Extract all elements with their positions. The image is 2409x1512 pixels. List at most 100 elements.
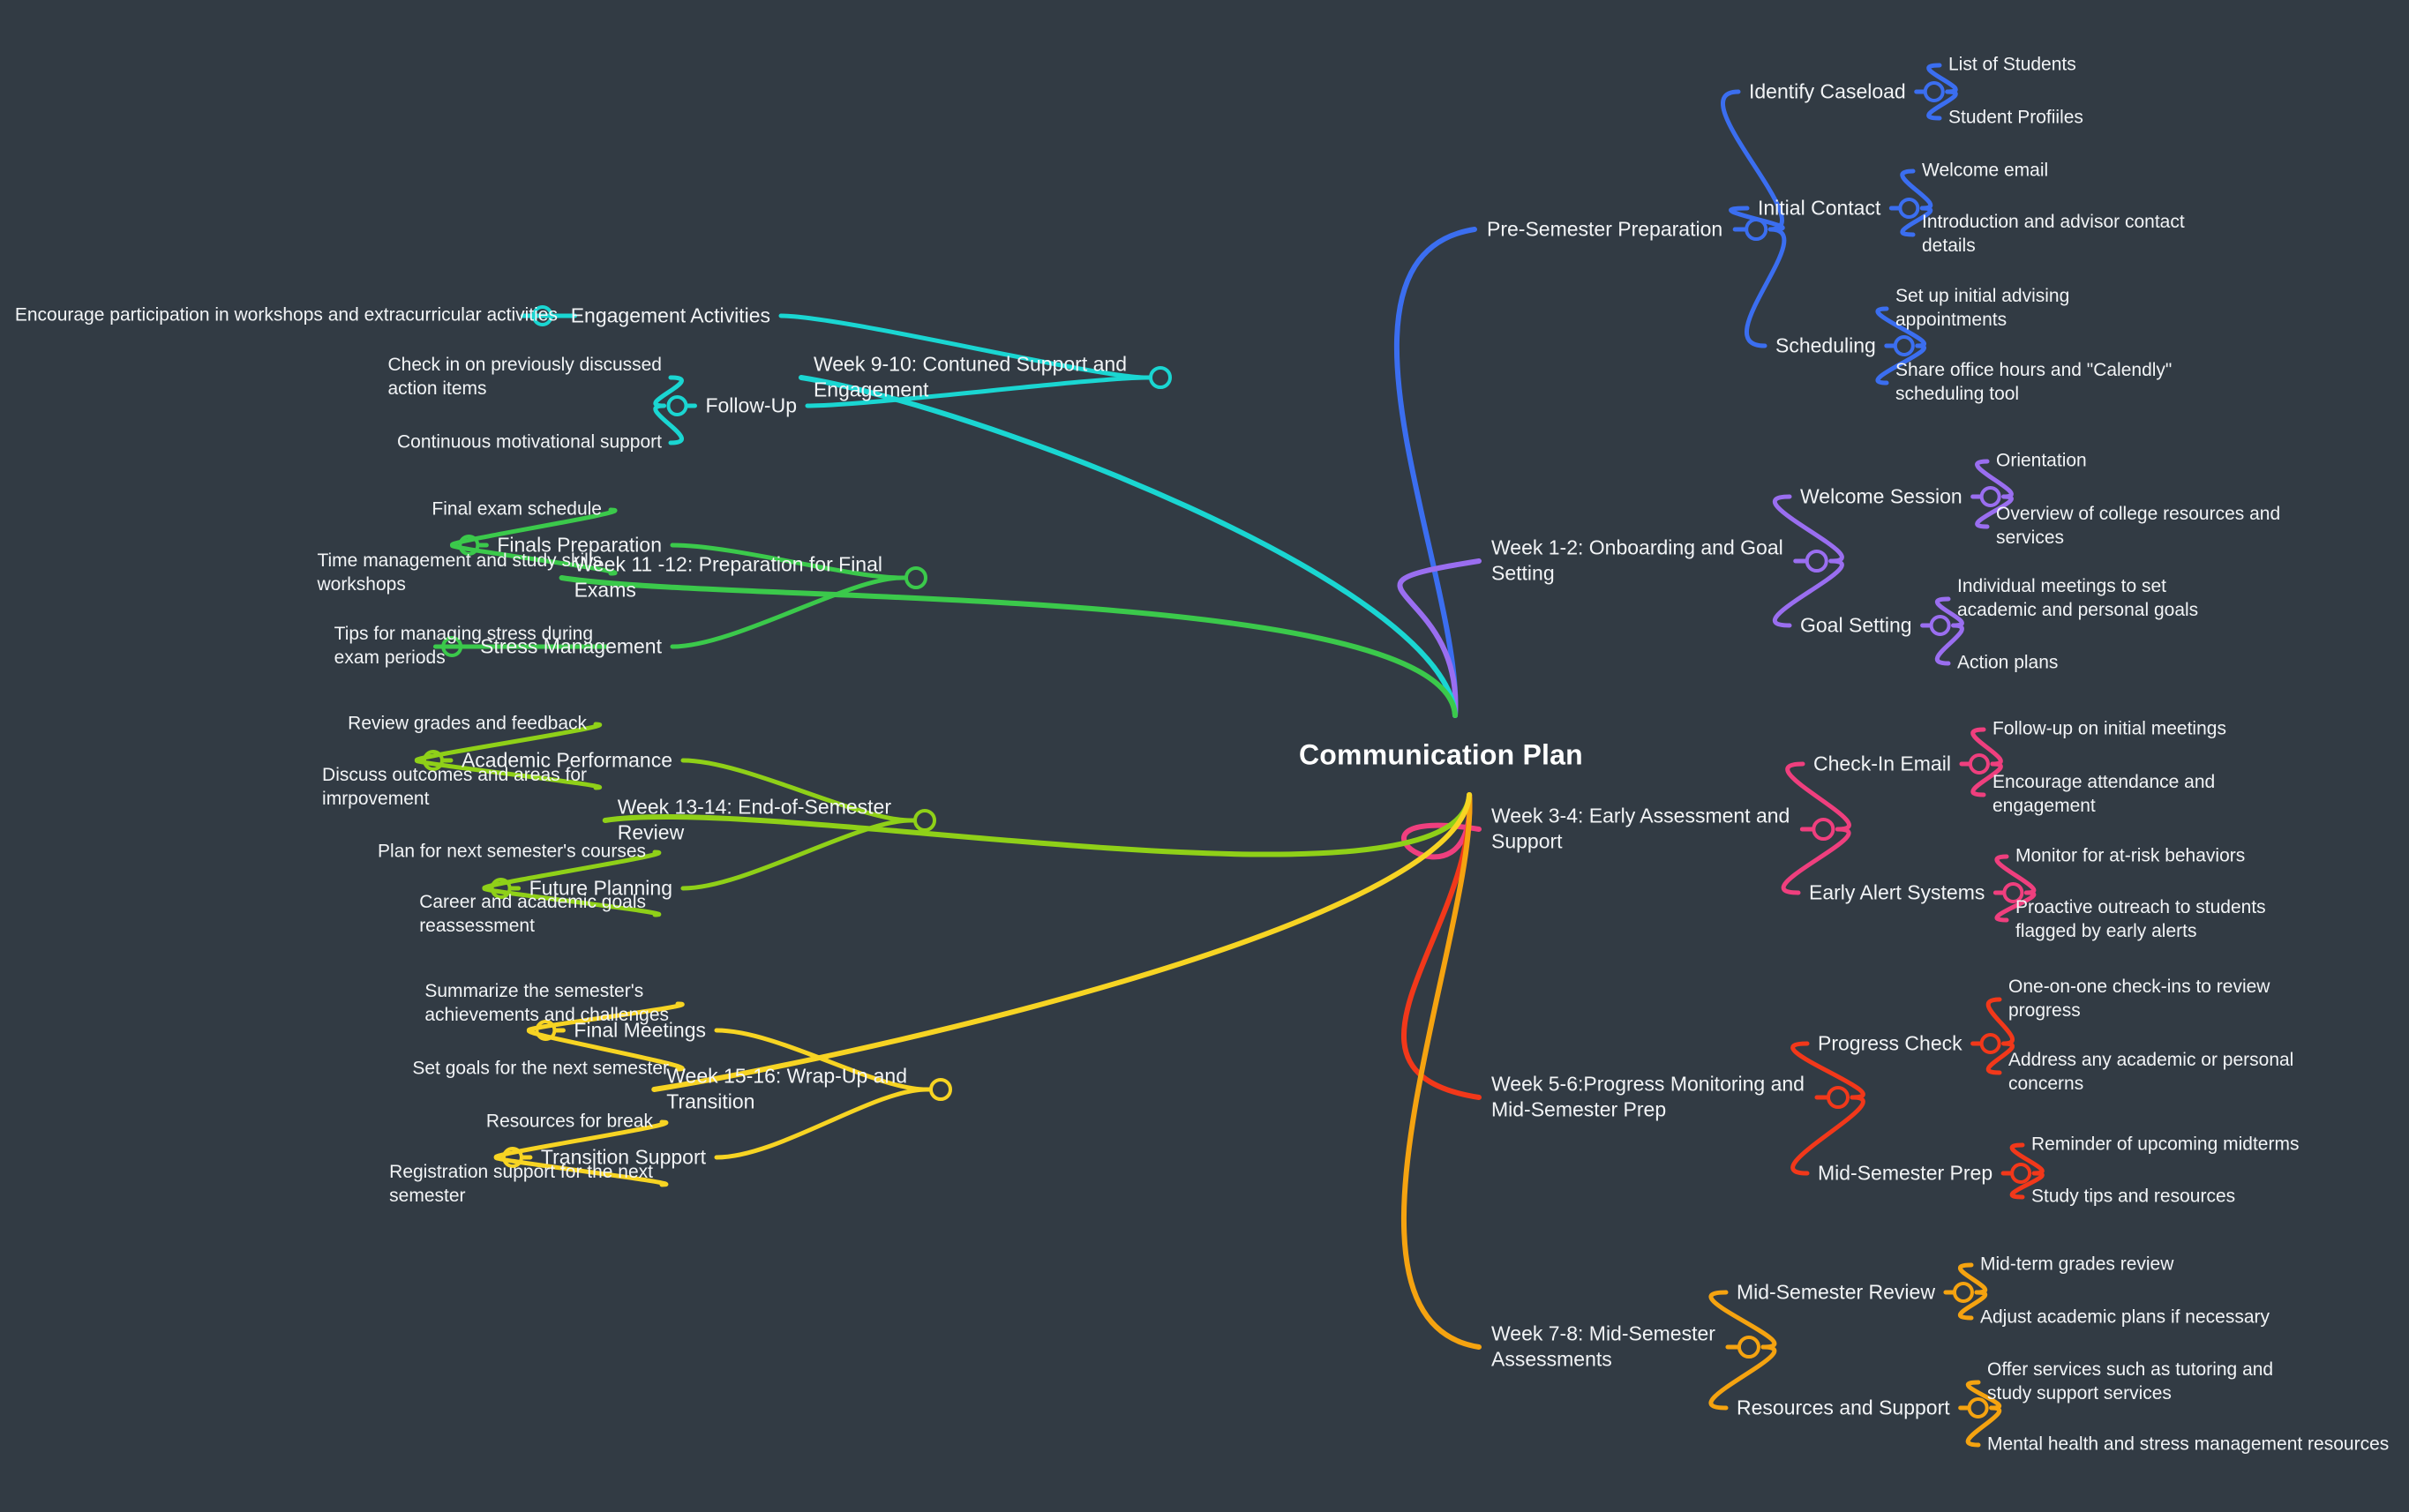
branch-label-week-3-4[interactable]: Week 3-4: Early Assessment and Support	[1491, 804, 1790, 853]
subbranch-label[interactable]: Welcome Session	[1800, 484, 1962, 508]
subbranch-label[interactable]: Finals Preparation	[497, 533, 662, 557]
subbranch-label[interactable]: Initial Contact	[1758, 196, 1881, 220]
leaf-label[interactable]: Tips for managing stress during exam per…	[334, 624, 593, 668]
branch-label-week-11-12[interactable]: Week 11 -12: Preparation for Final Exams	[574, 552, 882, 602]
leaf-label[interactable]: Overview of college resources and servic…	[1996, 504, 2281, 548]
subbranch-label[interactable]: Final Meetings	[574, 1018, 706, 1042]
leaf-label[interactable]: Study tips and resources	[2031, 1186, 2236, 1207]
mindmap-node-dot[interactable]	[2010, 1163, 2032, 1184]
branch-label-week-15-16[interactable]: Week 15-16: Wrap-Up and Transition	[666, 1064, 907, 1113]
mindmap-node-dot[interactable]	[1812, 818, 1835, 841]
subbranch-label[interactable]: Follow-Up	[705, 393, 797, 417]
subbranch-label[interactable]: Engagement Activities	[570, 303, 770, 327]
leaf-label[interactable]: Address any academic or personal concern…	[2008, 1050, 2294, 1094]
subbranch-label[interactable]: Transition Support	[540, 1145, 706, 1169]
mindmap-edge	[653, 403, 684, 445]
leaf-label[interactable]: Adjust academic plans if necessary	[1980, 1306, 2270, 1328]
mindmap-edge	[1975, 459, 2014, 499]
leaf-label[interactable]: Career and academic goals reassessment	[419, 892, 646, 936]
leaf-label[interactable]: Orientation	[1996, 450, 2087, 471]
leaf-label[interactable]: Time management and study skills worksho…	[317, 550, 602, 595]
leaf-label[interactable]: Final exam schedule	[432, 498, 602, 520]
subbranch-label[interactable]: Check-In Email	[1813, 752, 1951, 775]
mindmap-node-dot[interactable]	[1737, 1336, 1760, 1359]
mindmap-node-dot[interactable]	[1805, 550, 1828, 573]
leaf-label[interactable]: Registration support for the next semest…	[389, 1162, 653, 1206]
branch-label-week-9-10[interactable]: Week 9-10: Contuned Support and Engageme…	[813, 352, 1127, 401]
leaf-label[interactable]: Follow-up on initial meetings	[1992, 718, 2226, 739]
mindmap-node-dot[interactable]	[1929, 615, 1951, 636]
leaf-label[interactable]: Review grades and feedback	[348, 713, 587, 734]
leaf-label[interactable]: Mid-term grades review	[1980, 1254, 2174, 1275]
leaf-label[interactable]: Encourage participation in workshops and…	[14, 304, 558, 326]
subbranch-label[interactable]: Mid-Semester Prep	[1818, 1161, 1993, 1185]
mindmap-node-dot[interactable]	[1149, 366, 1172, 389]
mindmap-edge	[1875, 343, 1927, 385]
leaf-label[interactable]: Discuss outcomes and areas for imrpoveme…	[322, 765, 587, 809]
leaf-label[interactable]: Resources for break	[485, 1111, 653, 1132]
leaf-label[interactable]: Set goals for the next semester	[412, 1058, 669, 1079]
subbranch-label[interactable]: Stress Management	[480, 634, 662, 658]
subbranch-label[interactable]: Academic Performance	[461, 748, 672, 772]
branch-label-week-5-6[interactable]: Week 5-6:Progress Monitoring and Mid-Sem…	[1491, 1072, 1805, 1121]
subbranch-label[interactable]: Progress Check	[1818, 1031, 1962, 1055]
subbranch-label[interactable]: Resources and Support	[1737, 1396, 1950, 1419]
leaf-label[interactable]: Summarize the semester's achievements an…	[424, 981, 669, 1025]
subbranch-label[interactable]: Future Planning	[529, 876, 672, 900]
branch-label-week-1-2[interactable]: Week 1-2: Onboarding and Goal Setting	[1491, 535, 1783, 585]
mindmap-edge	[670, 543, 904, 580]
leaf-label[interactable]: Monitor for at-risk behaviors	[2015, 845, 2246, 866]
branch-label-pre-semester-preparation[interactable]: Pre-Semester Preparation	[1487, 217, 1723, 241]
leaf-label[interactable]: Mental health and stress management reso…	[1987, 1433, 2390, 1455]
mindmap-edge	[1934, 623, 1964, 666]
mindmap-node-dot[interactable]	[913, 809, 936, 832]
mindmap-node-dot[interactable]	[1893, 335, 1915, 356]
leaf-label[interactable]: Plan for next semester's courses	[378, 841, 646, 862]
branch-label-week-13-14[interactable]: Week 13-14: End-of-Semester Review	[617, 795, 891, 844]
leaf-label[interactable]: Offer services such as tutoring and stud…	[1987, 1359, 2274, 1403]
leaf-label[interactable]: Introduction and advisor contact details	[1922, 212, 2185, 256]
leaf-label[interactable]: Individual meetings to set academic and …	[1957, 576, 2199, 620]
mindmap-edge	[680, 758, 913, 823]
subbranch-label[interactable]: Identify Caseload	[1749, 79, 1906, 103]
mindmap-node-dot[interactable]	[1923, 81, 1945, 102]
mindmap-edge	[1875, 306, 1927, 348]
leaf-label[interactable]: Proactive outreach to students flagged b…	[2015, 897, 2266, 941]
leaf-label[interactable]: Continuous motivational support	[396, 431, 662, 453]
mindmap-edge	[714, 1087, 929, 1160]
subbranch-label[interactable]: Scheduling	[1775, 333, 1876, 357]
branch-label-week-7-8[interactable]: Week 7-8: Mid-Semester Assessments	[1491, 1321, 1715, 1371]
center-node-label[interactable]: Communication Plan	[1299, 738, 1583, 771]
mindmap-node-dot[interactable]	[1968, 753, 1990, 775]
mindmap-node-dot[interactable]	[1979, 486, 2001, 507]
subbranch-label[interactable]: Early Alert Systems	[1809, 880, 1985, 904]
mindmap-node-dot[interactable]	[1952, 1282, 1974, 1303]
mindmap-node-dot[interactable]	[1826, 1086, 1850, 1109]
mindmap-node-dot[interactable]	[1967, 1397, 1989, 1418]
leaf-label[interactable]: Student Profiiles	[1948, 107, 2083, 128]
mindmap-node-dot[interactable]	[929, 1078, 952, 1101]
mindmap-node-dot[interactable]	[904, 566, 927, 589]
leaf-label[interactable]: Reminder of upcoming midterms	[2031, 1134, 2300, 1155]
mindmap-edge	[1401, 792, 1482, 860]
mindmap-edge	[493, 1155, 668, 1187]
mindmap-node-dot[interactable]	[666, 395, 688, 416]
mindmap-node-dot[interactable]	[2002, 882, 2024, 903]
leaf-label[interactable]: Set up initial advising appointments	[1895, 286, 2070, 330]
mindmap-edge	[651, 792, 1473, 1092]
mindmap-node-dot[interactable]	[1898, 198, 1920, 219]
mindmap-edge	[1781, 827, 1851, 895]
leaf-label[interactable]: Action plans	[1957, 652, 2059, 673]
leaf-label[interactable]: Check in on previously discussed action …	[387, 355, 663, 399]
leaf-label[interactable]: Welcome email	[1922, 160, 2049, 181]
subbranch-label[interactable]: Goal Setting	[1800, 613, 1912, 637]
leaf-label[interactable]: Encourage attendance and engagement	[1992, 772, 2216, 816]
subbranch-label[interactable]: Mid-Semester Review	[1737, 1280, 1935, 1304]
mindmap-edge	[1970, 761, 2003, 797]
mindmap-edge	[1397, 558, 1482, 718]
leaf-label[interactable]: List of Students	[1948, 54, 2076, 75]
mindmap-edge	[680, 818, 913, 891]
leaf-label[interactable]: Share office hours and "Calendly" schedu…	[1895, 360, 2173, 404]
leaf-label[interactable]: One-on-one check-ins to review progress	[2008, 977, 2270, 1021]
mindmap-node-dot[interactable]	[1979, 1033, 2001, 1054]
